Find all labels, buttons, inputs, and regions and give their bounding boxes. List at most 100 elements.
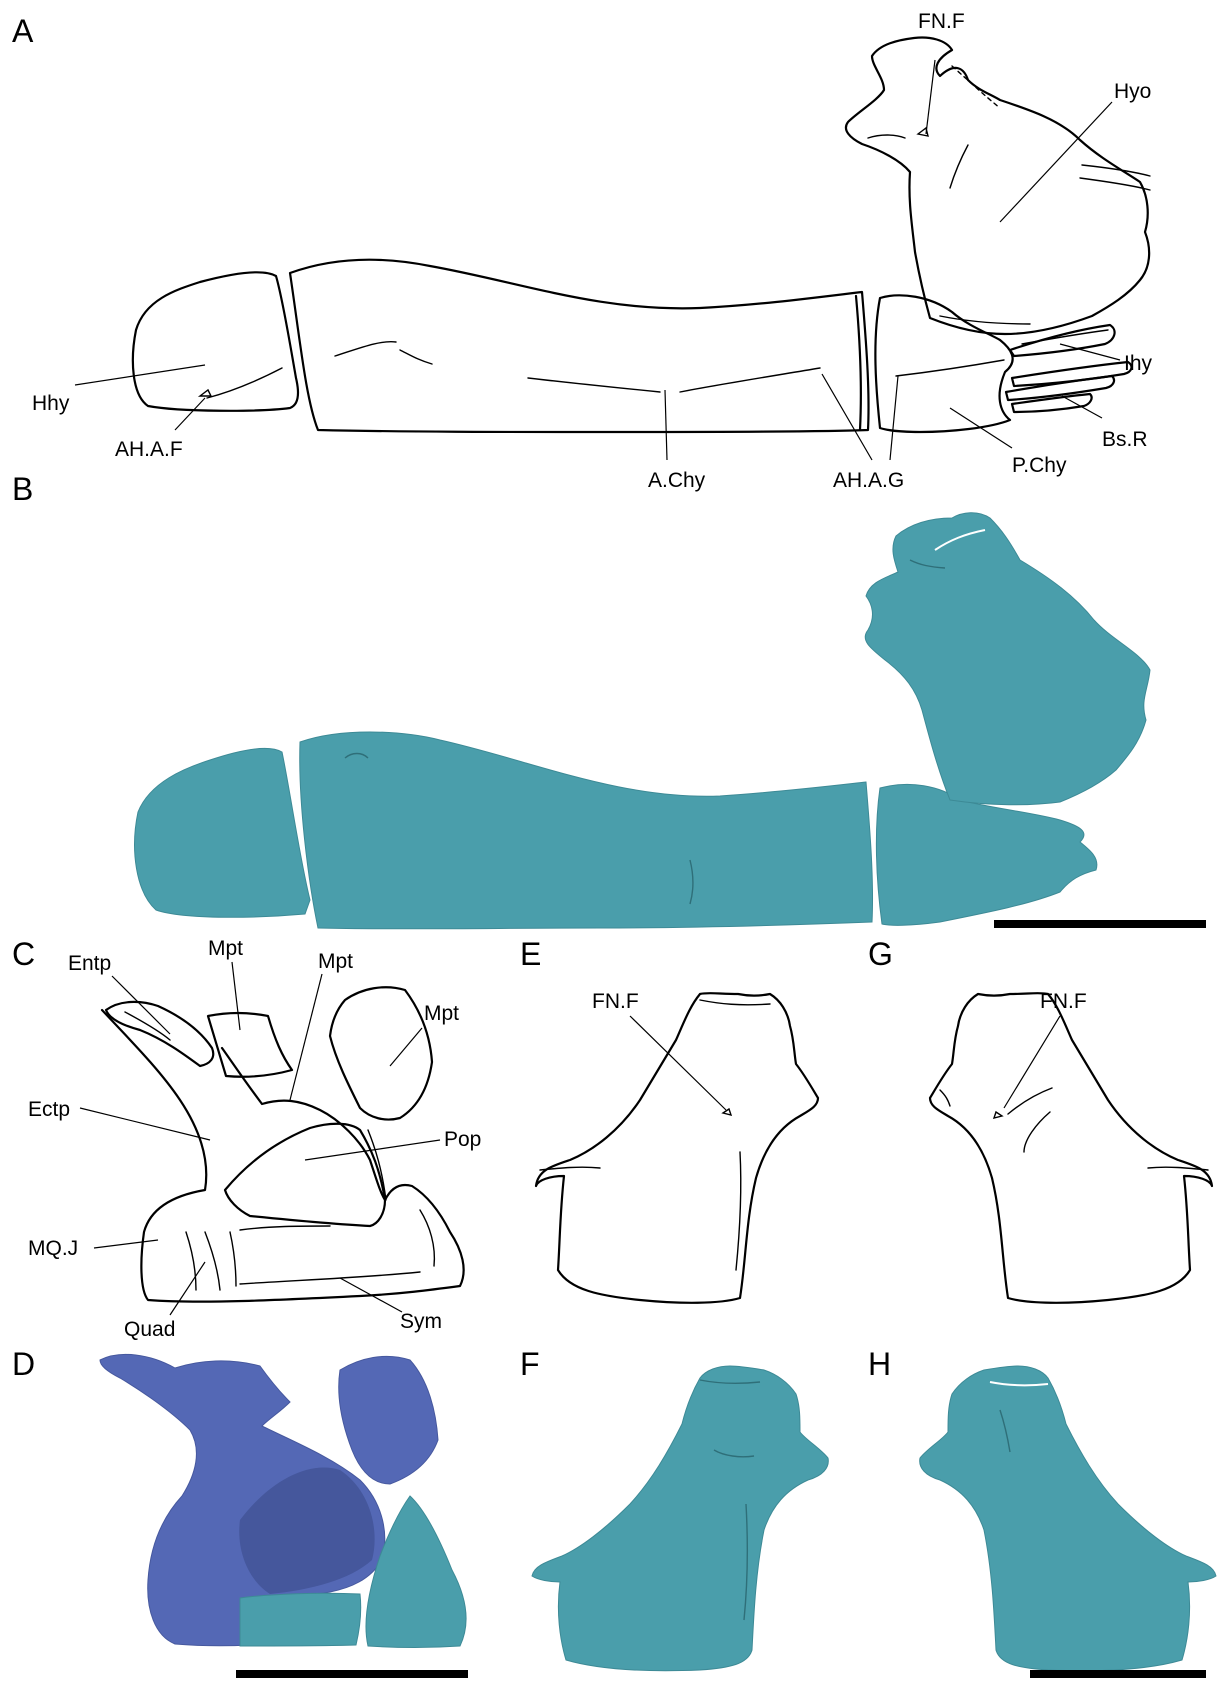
label-sym: Sym (400, 1310, 442, 1333)
panel-h: H (868, 1346, 1216, 1678)
achy-ridge-1 (335, 342, 396, 356)
hyo-crest (950, 145, 968, 188)
label-mpt-2: Mpt (318, 950, 353, 973)
hyo-opercular-process-2 (1080, 178, 1150, 190)
panel-f: F (520, 1346, 828, 1671)
leader-quad (170, 1262, 205, 1315)
b-hypohyal-render (135, 748, 310, 917)
interhyal-outline (1010, 325, 1115, 356)
preopercle-outline (225, 1124, 385, 1226)
hyo-ridge (868, 135, 905, 138)
leader-ahag-1 (822, 374, 872, 460)
label-mpt-3: Mpt (424, 1002, 459, 1025)
panel-letter-e: E (520, 936, 541, 972)
d-metapterygoid-render (339, 1356, 438, 1484)
label-entp: Entp (68, 952, 111, 975)
f-hyomandibula-render (532, 1366, 828, 1671)
label-e-fnf: FN.F (592, 990, 639, 1013)
sym-line (240, 1272, 420, 1284)
metapterygoid-piece-3 (330, 987, 432, 1119)
panel-letter-f: F (520, 1346, 540, 1382)
achy-groove-2 (680, 368, 820, 392)
leader-g-fnf (1004, 1016, 1060, 1108)
panel-c: C Entp Mpt Mpt Mpt Ectp Pop MQ.J Q (12, 936, 481, 1341)
leader-ahag-2 (890, 376, 898, 460)
d-quadrate-render (240, 1593, 361, 1646)
panel-letter-a: A (12, 13, 34, 49)
quad-ridge-2 (205, 1232, 220, 1290)
g-ridge-1 (940, 1090, 950, 1106)
label-ahaf: AH.A.F (115, 438, 183, 461)
leader-mqj (94, 1240, 158, 1248)
b-hyomandibula-render (865, 513, 1150, 805)
leader-mpt-1 (232, 962, 240, 1030)
panel-letter-d: D (12, 1346, 35, 1382)
panel-g: G FN.F (868, 936, 1212, 1303)
label-achy: A.Chy (648, 469, 706, 492)
label-pchy: P.Chy (1012, 454, 1067, 477)
scale-bar-right (1030, 1670, 1206, 1678)
hyo-ventral-line (940, 316, 1030, 324)
g-fnf-mark (994, 1112, 1002, 1118)
label-hhy: Hhy (32, 392, 70, 415)
leader-mpt-2 (290, 974, 322, 1100)
posterior-ceratohyal-outline (875, 295, 1012, 432)
scale-bar-top (994, 920, 1206, 928)
panel-letter-b: B (12, 471, 33, 507)
achy-groove-1 (528, 378, 660, 392)
leader-hhy (75, 365, 205, 385)
sym-edge (420, 1210, 434, 1266)
leader-fnf (926, 60, 935, 134)
label-ectp: Ectp (28, 1098, 70, 1121)
e-fnf-mark (723, 1109, 731, 1115)
panel-letter-g: G (868, 936, 893, 972)
panel-letter-h: H (868, 1346, 891, 1382)
g-hyomandibula-outline (930, 993, 1212, 1303)
leader-entp (112, 976, 170, 1034)
quad-ridge-1 (186, 1232, 196, 1290)
label-ihy: Ihy (1124, 352, 1153, 375)
label-quad: Quad (124, 1318, 175, 1341)
achy-posterior-edge (856, 296, 861, 430)
label-pop: Pop (444, 1128, 481, 1151)
entopterygoid-outline (106, 1002, 213, 1066)
panel-a: A FN.F Hyo (12, 10, 1153, 492)
g-ridge-2 (1008, 1088, 1052, 1114)
leader-mpt-3 (390, 1028, 422, 1066)
leader-e-fnf (630, 1016, 726, 1110)
label-mpt-1: Mpt (208, 937, 243, 960)
hypohyal-ridge (207, 368, 282, 398)
hypohyal-outline (133, 272, 298, 411)
entp-line (125, 1012, 170, 1040)
hyo-dashed-suture (952, 66, 1000, 108)
leader-hyo (1000, 102, 1112, 222)
panel-e: E FN.F (520, 936, 818, 1303)
hyomandibula-outline (846, 38, 1149, 335)
e-hyomandibula-outline (536, 993, 818, 1303)
leader-ahaf (175, 398, 205, 430)
panel-letter-c: C (12, 936, 35, 972)
quad-dorsal-line (240, 1226, 330, 1230)
quad-ridge-3 (230, 1232, 236, 1286)
ah-a-foramen-mark (200, 390, 211, 396)
b-posterior-ceratohyal-render (876, 784, 1097, 925)
leader-sym (340, 1278, 402, 1312)
label-hyo: Hyo (1114, 80, 1151, 103)
leader-ectp (80, 1108, 210, 1140)
panel-b: B (12, 471, 1206, 929)
scale-bar-left (236, 1670, 468, 1678)
e-shaft-ridge (736, 1152, 741, 1270)
label-bsr: Bs.R (1102, 428, 1148, 451)
pchy-groove (896, 360, 1004, 376)
h-hyomandibula-render (920, 1366, 1216, 1671)
label-ahag: AH.A.G (833, 469, 904, 492)
leader-bsr (1062, 396, 1102, 418)
label-mqj: MQ.J (28, 1237, 78, 1260)
e-head-line (700, 1000, 770, 1005)
metapterygoid-piece-1 (208, 1013, 292, 1077)
b-anterior-ceratohyal-render (300, 732, 873, 929)
achy-ridge-2 (400, 350, 432, 364)
leader-achy (665, 390, 667, 460)
label-g-fnf: FN.F (1040, 990, 1087, 1013)
